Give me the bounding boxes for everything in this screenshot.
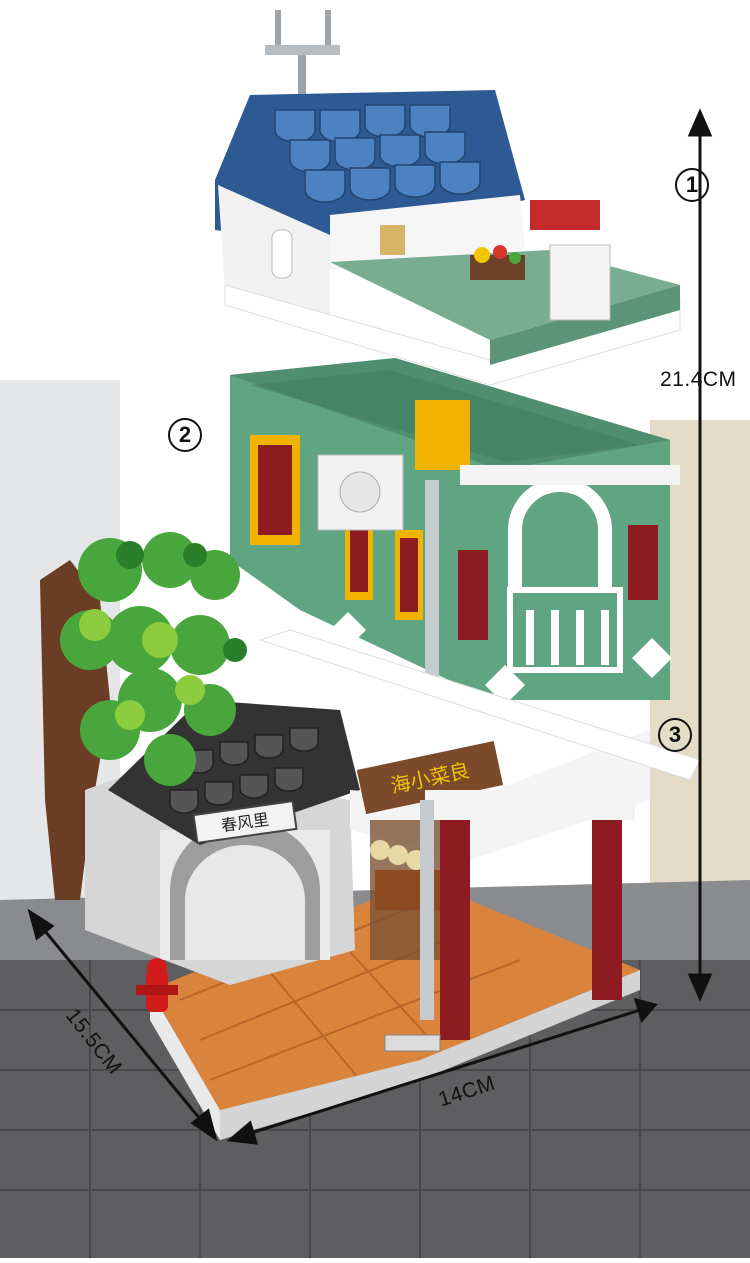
step-1-badge: 1 [675, 168, 709, 202]
dimension-arrows [27, 108, 713, 1145]
step-3-label: 3 [668, 722, 682, 747]
height-dimension: 21.4CM [660, 368, 737, 391]
module-1-roof [215, 10, 681, 386]
module-3-ground: 春风里 海小菜良 [40, 532, 701, 1140]
step-1-label: 1 [685, 172, 699, 197]
step-2-badge: 2 [168, 418, 202, 452]
step-3-badge: 3 [658, 718, 692, 752]
module-2-middle [230, 358, 680, 705]
step-2-label: 2 [178, 422, 192, 447]
